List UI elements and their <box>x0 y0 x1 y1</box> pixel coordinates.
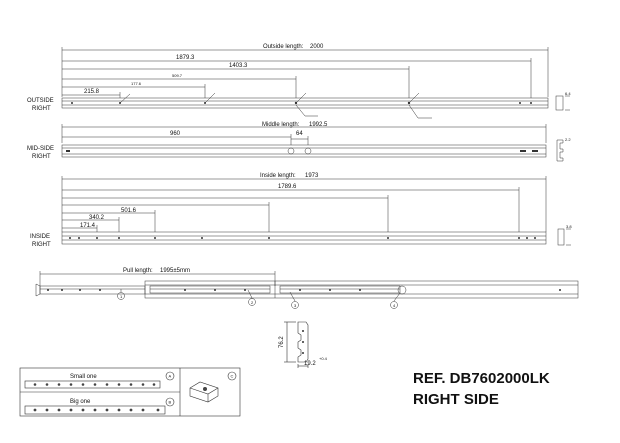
outside-side-label-1: OUTSIDE <box>27 98 54 104</box>
callout-4: 4 <box>393 303 396 308</box>
mid-profile-dim: 2.2 <box>565 137 571 142</box>
dim-outside-1403: 1403.3 <box>229 63 248 69</box>
pull-length-label: Pull length: <box>123 268 153 274</box>
outside-section: OUTSIDE RIGHT Outside length: <box>27 44 571 119</box>
dim-mid-64: 64 <box>296 131 303 137</box>
profile-tolerance: +0.4 <box>319 356 328 361</box>
dim-outside-1879: 1879.3 <box>176 55 195 61</box>
middle-length-value: 1992.5 <box>309 122 328 128</box>
callout-3: 3 <box>294 303 297 308</box>
mid-side-label-2: RIGHT <box>32 154 51 160</box>
middle-length-label: Middle length: <box>262 122 300 128</box>
legend-small-label: Small one <box>70 374 97 380</box>
dim-inside-340: 340.2 <box>89 215 105 221</box>
inside-section: INSIDE RIGHT Inside length: 1973 1789.6 … <box>30 173 572 248</box>
callout-1: 1 <box>120 294 123 299</box>
legend-box: Small one Big one A B C <box>19 367 241 417</box>
legend-mark-b: B <box>169 400 172 405</box>
dim-outside-177: 177.6 <box>131 81 142 86</box>
legend-mark-a: A <box>169 374 172 379</box>
dim-inside-1789: 1789.6 <box>278 184 297 190</box>
dim-outside-215: 215.8 <box>84 89 100 95</box>
inside-length-label: Inside length: <box>260 173 296 179</box>
profile-height: 76.2 <box>279 336 285 348</box>
inside-side-label-2: RIGHT <box>32 242 51 248</box>
outside-profile-dim: 6.4 <box>565 91 571 96</box>
inside-length-value: 1973 <box>305 173 319 179</box>
inside-profile-dim: 3.8 <box>566 224 572 229</box>
outside-length-value: 2000 <box>310 44 324 50</box>
outside-length-label: Outside length: <box>263 44 304 50</box>
outside-side-label-2: RIGHT <box>32 106 51 112</box>
callout-2: 2 <box>251 300 254 305</box>
pull-length-value: 1995±5mm <box>160 268 190 274</box>
inside-side-label-1: INSIDE <box>30 234 50 240</box>
legend-mark-c: C <box>231 374 234 379</box>
assembly-section: Pull length: 1995±5mm 1 2 3 4 <box>35 268 579 309</box>
legend-big-label: Big one <box>70 399 91 405</box>
profile-section: 76.2 19.2 +0.4 <box>279 321 328 368</box>
dim-mid-960: 960 <box>170 131 181 137</box>
mid-section: MID-SIDE RIGHT Middle length: 1992.5 960… <box>27 122 571 162</box>
profile-width: 19.2 <box>304 361 316 367</box>
dim-inside-501: 501.6 <box>121 208 137 214</box>
side-title: RIGHT SIDE <box>413 391 499 408</box>
dim-inside-171: 171.4 <box>80 223 96 229</box>
reference-title: REF. DB7602000LK <box>413 370 550 387</box>
mid-side-label-1: MID-SIDE <box>27 146 54 152</box>
dim-outside-509: 509.7 <box>172 73 183 78</box>
